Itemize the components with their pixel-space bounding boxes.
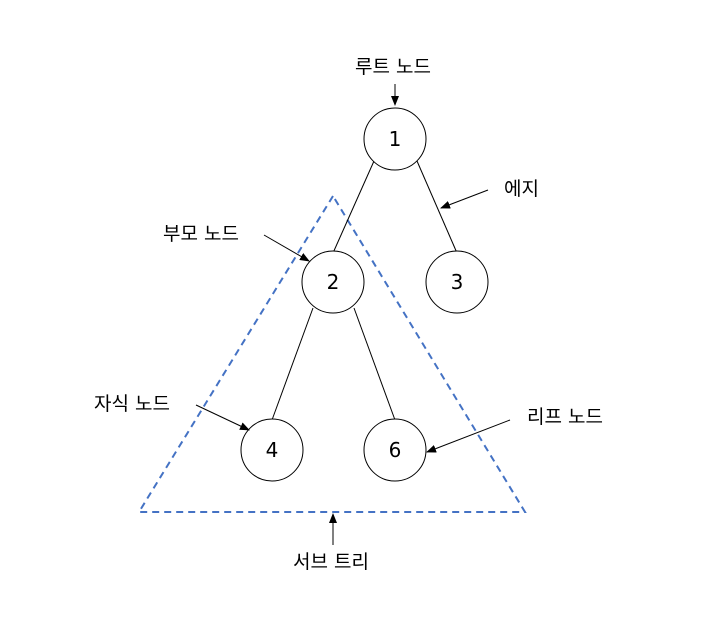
child-node-arrow bbox=[195, 404, 250, 431]
subtree-label: 서브 트리 bbox=[293, 551, 369, 573]
tree-node-4: 4 bbox=[240, 418, 304, 482]
edge-1-3 bbox=[416, 160, 458, 254]
edge-1-2 bbox=[332, 160, 375, 254]
node-label: 1 bbox=[389, 127, 402, 151]
node-label: 3 bbox=[451, 270, 464, 294]
edge-2-4 bbox=[271, 307, 314, 421]
tree-node-1: 1 bbox=[363, 107, 427, 171]
tree-node-2: 2 bbox=[301, 250, 365, 314]
node-label: 4 bbox=[266, 438, 279, 462]
node-label: 2 bbox=[327, 270, 340, 294]
leaf-node-arrow bbox=[426, 419, 511, 453]
tree-node-6: 6 bbox=[363, 418, 427, 482]
parent-node-arrow bbox=[263, 234, 310, 262]
node-label: 6 bbox=[389, 438, 402, 462]
edge-arrow bbox=[440, 189, 489, 209]
leaf-node-label: 리프 노드 bbox=[527, 406, 603, 428]
child-node-label: 자식 노드 bbox=[94, 393, 170, 415]
subtree-outline bbox=[137, 194, 527, 513]
edge-2-6 bbox=[353, 307, 396, 421]
tree-node-3: 3 bbox=[425, 250, 489, 314]
edge-label: 에지 bbox=[504, 178, 539, 200]
parent-node-label: 부모 노드 bbox=[163, 223, 239, 245]
root-node-label: 루트 노드 bbox=[355, 56, 431, 78]
